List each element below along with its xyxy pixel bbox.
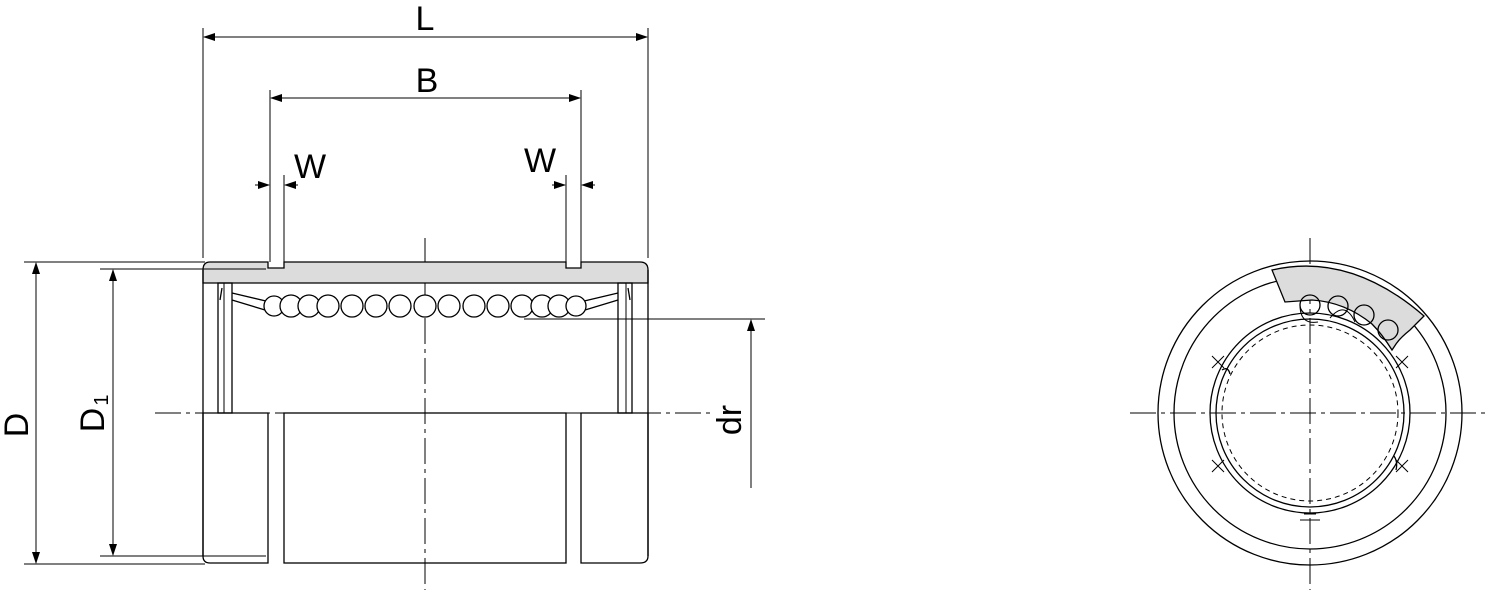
- ball: [510, 294, 534, 318]
- retainer-right: [579, 292, 619, 311]
- cross-markers: [1211, 355, 1409, 521]
- bore-inner: [1215, 318, 1405, 508]
- outer-ring: [1157, 260, 1463, 566]
- outer-sleeve-section: [202, 261, 649, 284]
- retainer-left: [231, 292, 271, 311]
- label-dr: dr: [711, 405, 749, 435]
- lower-middle-body: [283, 412, 567, 564]
- ball: [462, 294, 486, 318]
- ball-row: [263, 294, 587, 318]
- svg-text:D: D: [74, 408, 112, 433]
- ball: [437, 294, 461, 318]
- ball: [565, 295, 587, 317]
- ball: [413, 294, 437, 318]
- end-cap-right: [617, 282, 633, 414]
- label-W-right: W: [524, 142, 556, 180]
- ball: [364, 294, 388, 318]
- label-D: D: [0, 413, 36, 438]
- lower-left-ring: [202, 412, 269, 564]
- ball: [316, 294, 340, 318]
- label-L: L: [416, 0, 435, 38]
- label-D1: D 1: [74, 394, 113, 432]
- label-B: B: [416, 62, 439, 100]
- ball-circuit-hidden: [1221, 324, 1399, 502]
- side-view: L B W W D D 1 dr: [0, 0, 765, 590]
- ball: [340, 294, 364, 318]
- label-W-left: W: [294, 148, 326, 186]
- lower-right-ring: [580, 412, 649, 564]
- bore-outer: [1209, 312, 1411, 514]
- end-cap-left: [217, 282, 233, 414]
- end-view: [1130, 238, 1490, 590]
- svg-text:1: 1: [91, 394, 113, 405]
- ball: [486, 294, 510, 318]
- ball: [388, 294, 412, 318]
